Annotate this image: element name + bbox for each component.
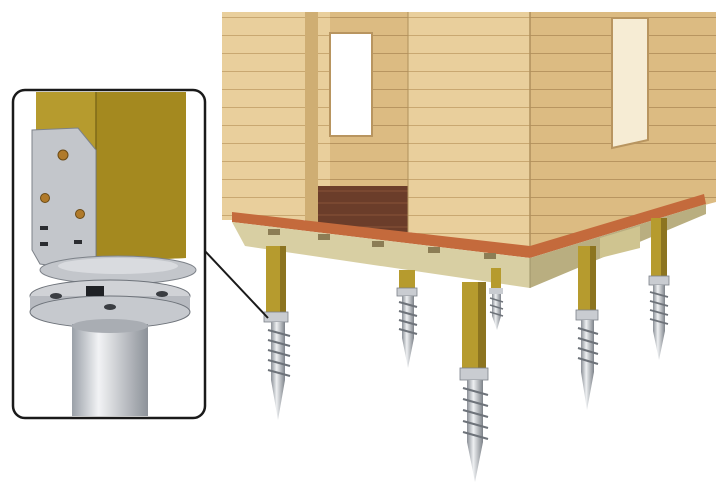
left-wall [222, 12, 330, 220]
beam-front [232, 222, 530, 288]
doorway-inner-wall [305, 12, 318, 230]
screw-pile-3 [489, 268, 504, 330]
pile-head-detail-inset [11, 88, 207, 420]
screw-pile-5 [575, 246, 599, 410]
center-wall [408, 12, 530, 250]
screw-pile-6 [648, 218, 670, 360]
screw-pile-2 [396, 270, 418, 368]
doorway-opening [318, 186, 412, 232]
screw-pile-1 [263, 246, 291, 420]
screw-pile-4 [459, 282, 489, 482]
callout-leader-line [203, 249, 269, 319]
pile-pipe [72, 324, 148, 416]
window-right [611, 17, 649, 150]
sill-plate [232, 194, 706, 258]
window-left [329, 32, 373, 137]
timber-house [222, 12, 716, 252]
